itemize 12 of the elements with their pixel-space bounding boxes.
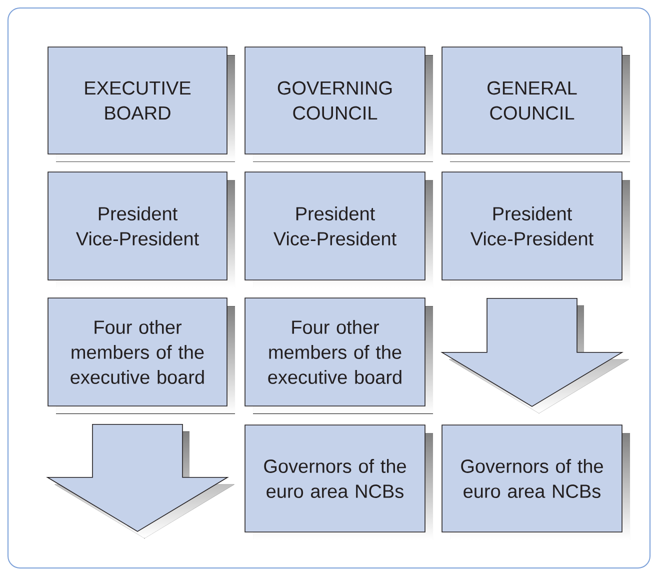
org-box: Governors of the euro area NCBs bbox=[244, 424, 433, 540]
org-box: GOVERNING COUNCIL bbox=[244, 46, 433, 162]
org-box: President Vice-President bbox=[48, 172, 235, 288]
org-box: President Vice-President bbox=[244, 172, 433, 288]
org-box: Governors of the euro area NCBs bbox=[442, 424, 630, 540]
org-box: GENERAL COUNCIL bbox=[442, 46, 630, 162]
block-arrow bbox=[440, 298, 629, 414]
org-box: Four other members of the executive board bbox=[244, 298, 433, 414]
org-box: President Vice-President bbox=[442, 172, 630, 288]
org-box: Four other members of the executive board bbox=[48, 298, 235, 414]
org-box: EXECUTIVE BOARD bbox=[48, 46, 235, 162]
block-arrow bbox=[46, 424, 234, 538]
